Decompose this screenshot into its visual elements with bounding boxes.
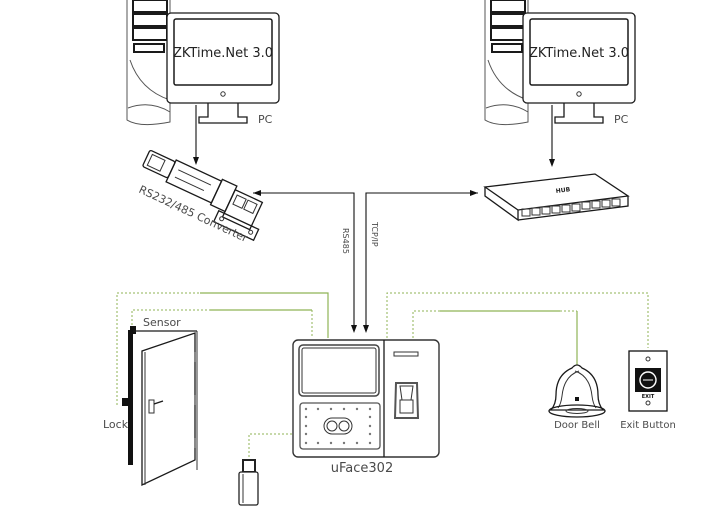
pc-left: ZKTime.Net 3.0 PC (126, 0, 280, 126)
tcpip-label: TCP/IP (370, 221, 379, 247)
door-bell-icon (548, 364, 606, 418)
usb-flash-drive-icon (238, 459, 259, 506)
pc-right: ZKTime.Net 3.0 PC (484, 0, 636, 126)
pc-right-label: PC (614, 113, 629, 126)
pc-left-software-label: ZKTime.Net 3.0 (173, 46, 273, 61)
device-label: uFace302 (331, 461, 393, 476)
door-icon (122, 326, 198, 487)
communication-lines (253, 190, 478, 333)
sensor-label: Sensor (143, 316, 181, 329)
fingerprint-sensor-icon (393, 382, 420, 419)
exit-plate-text: EXIT (642, 394, 655, 400)
door-lock-icon (122, 398, 130, 406)
pc-connection-arrows (193, 105, 555, 167)
converter-label: RS232/485 Converter (137, 183, 250, 245)
door-bell-label: Door Bell (554, 420, 600, 431)
pc-right-software-label: ZKTime.Net 3.0 (529, 46, 629, 61)
network-hub-icon: HUB (483, 173, 630, 222)
hub-ports (521, 198, 621, 217)
pc-tower-icon (126, 0, 171, 126)
uface302-device-icon (292, 339, 440, 458)
pc-monitor-icon (522, 12, 636, 124)
rs232-485-converter-icon (142, 150, 264, 242)
exit-button-label: Exit Button (620, 420, 676, 431)
pc-left-label: PC (258, 113, 273, 126)
hub-label: HUB (555, 186, 571, 195)
wiring (116, 292, 649, 460)
lock-label: Lock (103, 418, 129, 431)
rs485-label: RS485 (341, 228, 350, 254)
pc-monitor-icon (166, 12, 280, 124)
device-camera-icon (323, 417, 353, 435)
pc-tower-icon (484, 0, 529, 126)
door-sensor-icon (130, 326, 136, 334)
device-panel-dots (304, 407, 372, 445)
exit-button-icon: EXIT (628, 350, 668, 412)
